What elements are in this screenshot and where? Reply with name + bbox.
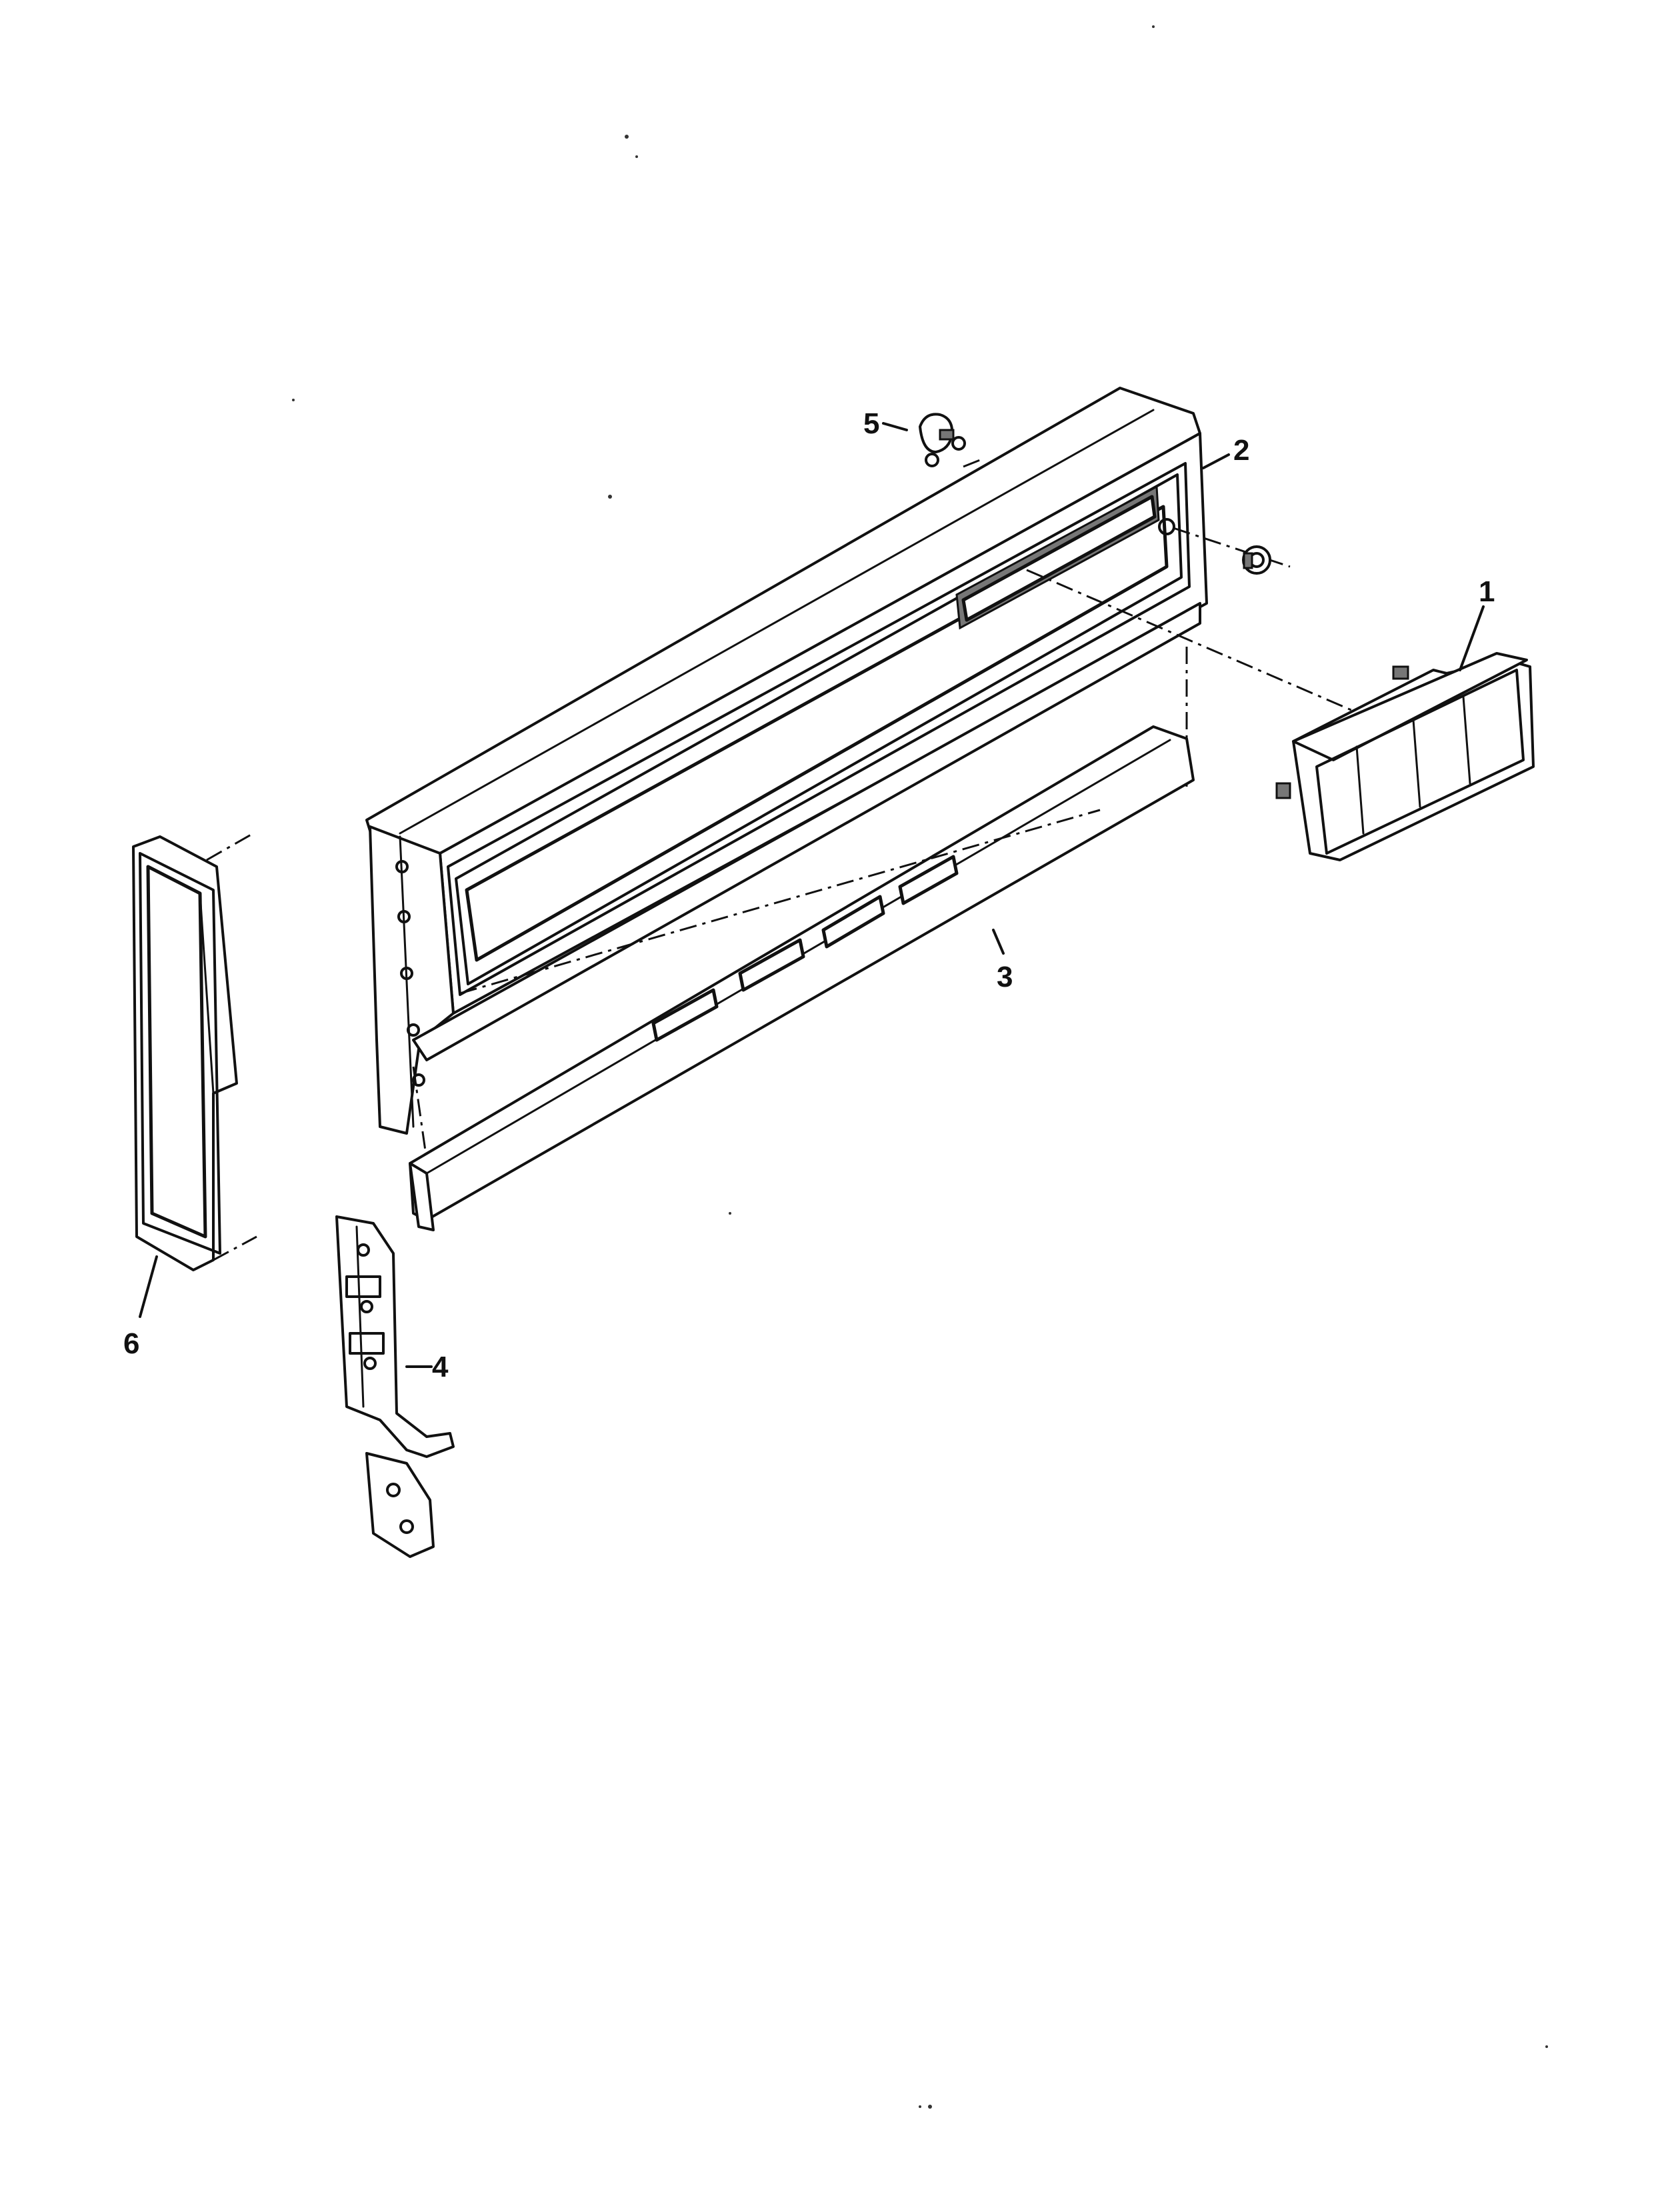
callout-2: 2 xyxy=(1233,434,1249,467)
callout-1: 1 xyxy=(1479,575,1495,608)
end-cap xyxy=(132,835,238,1271)
callout-6: 6 xyxy=(123,1327,139,1360)
clip xyxy=(919,413,966,467)
backguard-panel xyxy=(365,387,1208,1135)
callout-5: 5 xyxy=(863,407,879,440)
control-housing xyxy=(1275,652,1535,861)
knob-icon xyxy=(1242,545,1271,575)
end-bracket xyxy=(335,1215,455,1558)
lower-trim-strip xyxy=(409,725,1195,1231)
callout-4: 4 xyxy=(432,1351,449,1383)
scan-specks xyxy=(292,25,1548,2109)
callout-3: 3 xyxy=(997,961,1013,993)
leader-lines xyxy=(139,422,1485,1368)
